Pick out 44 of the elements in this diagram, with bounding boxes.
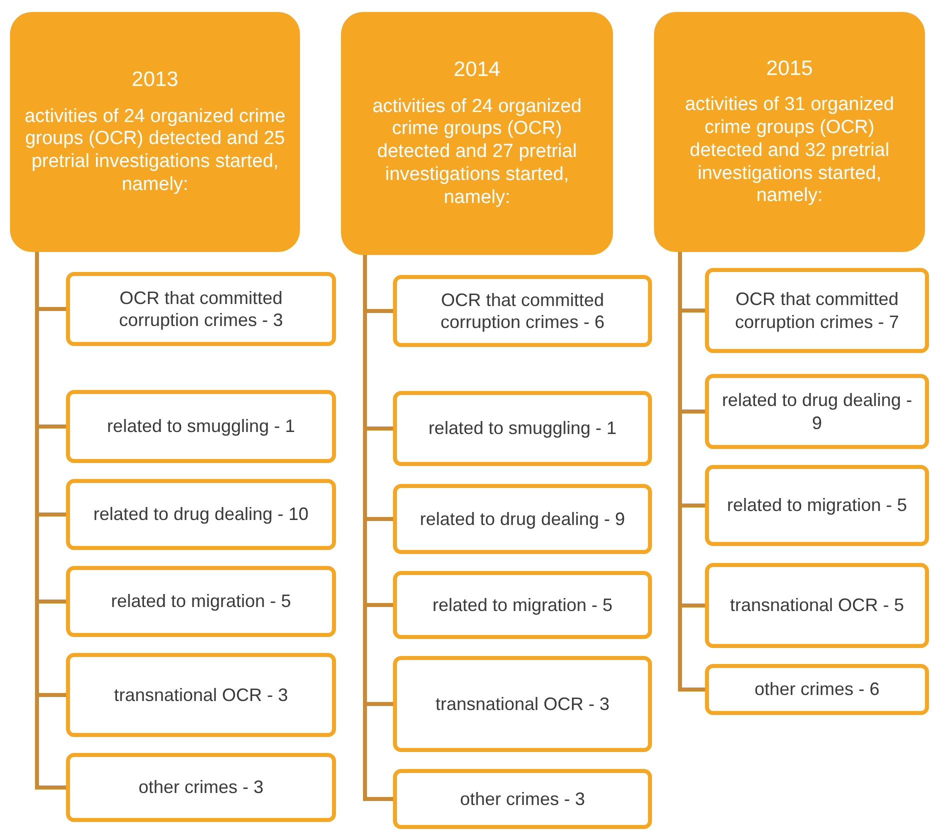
category-label: OCR that committed corruption crimes - 3 xyxy=(118,286,284,332)
category-box xyxy=(66,653,336,737)
category-label: related to smuggling - 1 xyxy=(106,415,296,438)
category-box xyxy=(66,390,336,463)
category-box xyxy=(393,571,652,639)
category-label: OCR that committed corruption crimes - 6 xyxy=(439,288,606,334)
category-label: related to drug dealing - 9 xyxy=(420,508,626,530)
year-label: 2014 xyxy=(454,57,500,84)
category-box xyxy=(393,391,652,466)
category-label: related to drug dealing - 9 xyxy=(720,389,914,434)
category-label: transnational OCR - 3 xyxy=(435,692,610,716)
year-label: 2013 xyxy=(132,67,178,94)
summary-text: activities of 24 organized crime groups (OCR) detected and 27 pretrial investigations started, namely: xyxy=(371,96,583,210)
category-label: related to migration - 5 xyxy=(110,590,292,613)
category-box xyxy=(705,374,929,449)
year-label: 2015 xyxy=(766,56,813,82)
year-box xyxy=(341,12,613,255)
summary-text: activities of 24 organized crime groups (OCR) detected and 25 pretrial investigations started, namely: xyxy=(24,106,286,197)
category-label: related to migration - 5 xyxy=(432,594,613,616)
category-label: transnational OCR - 3 xyxy=(114,684,288,706)
category-box xyxy=(393,769,652,829)
category-label: OCR that committed corruption crimes - 7 xyxy=(734,288,900,333)
category-label: related to migration - 5 xyxy=(726,494,908,517)
category-label: related to smuggling - 1 xyxy=(428,417,617,440)
year-box xyxy=(10,12,300,252)
category-label: other crimes - 6 xyxy=(754,678,880,701)
category-box xyxy=(705,664,929,715)
category-box xyxy=(705,465,929,546)
summary-text: activities of 31 organized crime groups (OCR) detected and 32 pretrial investigations started, namely: xyxy=(684,94,896,208)
category-box xyxy=(66,566,336,637)
category-label: related to drug dealing - 10 xyxy=(93,503,309,526)
category-box xyxy=(66,479,336,550)
category-box xyxy=(393,484,652,554)
category-box xyxy=(66,753,336,822)
category-box xyxy=(393,656,652,752)
category-label: other crimes - 3 xyxy=(460,788,586,810)
category-box xyxy=(66,272,336,346)
category-box xyxy=(705,268,929,353)
category-box xyxy=(705,563,929,648)
connector-line xyxy=(678,252,705,692)
year-box xyxy=(654,12,925,252)
category-label: transnational OCR - 5 xyxy=(730,594,904,617)
category-label: other crimes - 3 xyxy=(138,776,264,799)
category-box xyxy=(393,275,652,347)
